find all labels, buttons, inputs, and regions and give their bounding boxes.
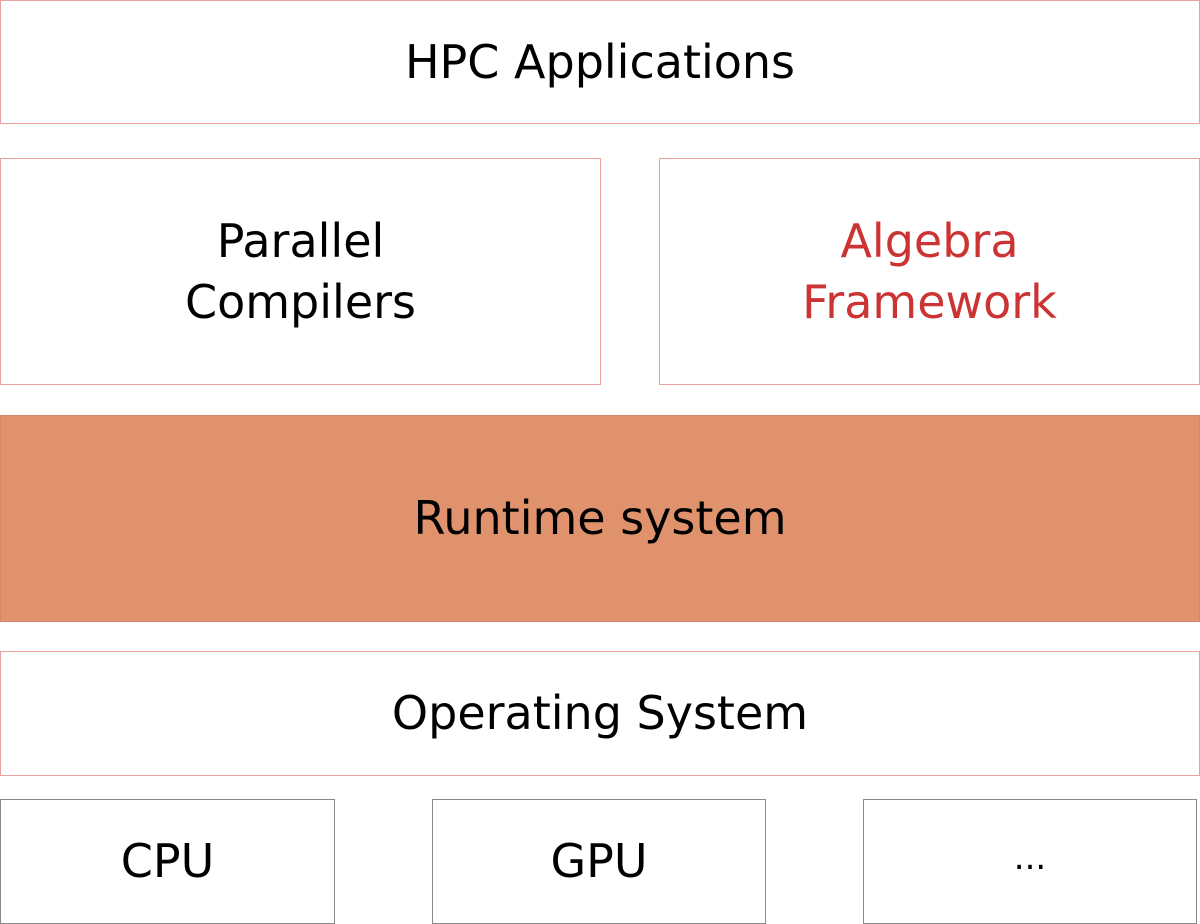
algebra-framework-label-line1: Algebra [840,213,1019,268]
operating-system-layer: Operating System [0,651,1200,776]
algebra-framework-box: Algebra Framework [659,158,1200,385]
cpu-label: CPU [120,834,215,888]
gpu-box: GPU [432,799,766,924]
hpc-applications-layer: HPC Applications [0,0,1200,124]
algebra-framework-label-line2: Framework [802,274,1057,329]
parallel-compilers-text: Parallel Compilers [185,211,416,333]
more-hardware-box: ... [863,799,1197,924]
runtime-system-layer: Runtime system [0,415,1200,622]
parallel-compilers-label-line1: Parallel [216,213,385,268]
more-hardware-label: ... [1013,838,1047,878]
operating-system-label: Operating System [391,686,809,740]
cpu-box: CPU [0,799,335,924]
parallel-compilers-box: Parallel Compilers [0,158,601,385]
parallel-compilers-label-line2: Compilers [184,274,416,329]
hpc-applications-label: HPC Applications [404,34,796,89]
algebra-framework-text: Algebra Framework [802,211,1057,333]
gpu-label: GPU [550,834,648,888]
runtime-system-label: Runtime system [413,491,787,545]
